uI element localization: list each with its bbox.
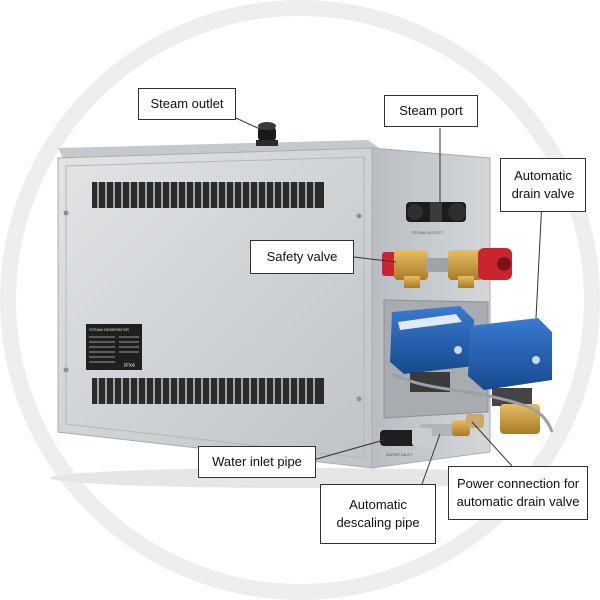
water-inlet-fitting <box>380 428 432 446</box>
front-inner-panel <box>65 156 365 459</box>
callout-leader-lines <box>235 117 543 485</box>
callout-automatic-descaling-pipe-line1: Automatic <box>349 497 407 512</box>
housing-screws <box>63 210 362 402</box>
steam-port-label: STEAM OUTLET <box>412 230 443 235</box>
callout-automatic-descaling-pipe: Automatic descaling pipe <box>320 484 436 544</box>
callout-automatic-drain-valve-line1: Automatic <box>514 168 572 183</box>
callout-steam-port: Steam port <box>384 95 478 127</box>
power-connector <box>466 414 484 428</box>
drain-valve-actuator-right <box>468 318 552 434</box>
callout-power-connection-line2: automatic drain valve <box>456 494 580 509</box>
callout-automatic-drain-valve-line2: drain valve <box>511 186 575 201</box>
bottom-vent-grille <box>92 378 324 404</box>
callout-steam-outlet-text: Steam outlet <box>150 96 224 111</box>
callout-safety-valve-text: Safety valve <box>266 249 338 264</box>
callout-steam-outlet: Steam outlet <box>138 88 236 120</box>
ip-rating: IPX4 <box>124 363 135 369</box>
nameplate: STEAM GENERATOR IPX4 <box>86 324 142 370</box>
callout-automatic-drain-valve: Automatic drain valve <box>500 158 586 212</box>
callout-power-connection-line1: Power connection for <box>456 476 580 491</box>
drain-valve-cable <box>391 372 554 433</box>
callout-steam-port-text: Steam port <box>399 103 463 118</box>
steam-outlet-knob <box>256 122 278 146</box>
water-inlet-label: WATER INLET <box>386 452 413 457</box>
safety-valve-assembly <box>382 248 512 288</box>
unit-shadow <box>50 468 550 488</box>
nameplate-title: STEAM GENERATOR <box>89 327 129 332</box>
callout-safety-valve: Safety valve <box>250 240 354 274</box>
callout-power-connection: Power connection for automatic drain val… <box>448 466 588 520</box>
callout-water-inlet-pipe: Water inlet pipe <box>198 446 316 478</box>
top-vent-grille <box>92 182 324 208</box>
callout-water-inlet-pipe-text: Water inlet pipe <box>212 454 302 469</box>
callout-automatic-descaling-pipe-line2: descaling pipe <box>336 515 420 530</box>
steam-port <box>406 202 466 222</box>
